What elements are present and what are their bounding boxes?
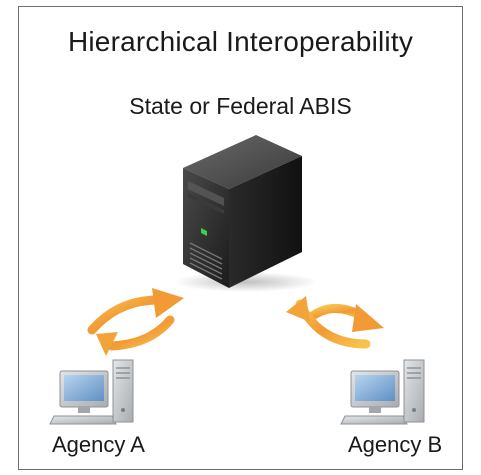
workstation-icon-agency-b — [340, 359, 425, 425]
diagram-title: Hierarchical Interoperability — [67, 26, 414, 57]
agency-b-label: Agency B — [348, 432, 443, 457]
bidirectional-arrow-icon-right — [286, 296, 384, 349]
server-label: State or Federal ABIS — [129, 93, 352, 119]
bidirectional-arrow-icon-left — [87, 288, 184, 356]
server-icon — [174, 135, 318, 292]
workstation-icon-agency-a — [49, 359, 134, 425]
agency-a-label: Agency A — [52, 432, 145, 457]
